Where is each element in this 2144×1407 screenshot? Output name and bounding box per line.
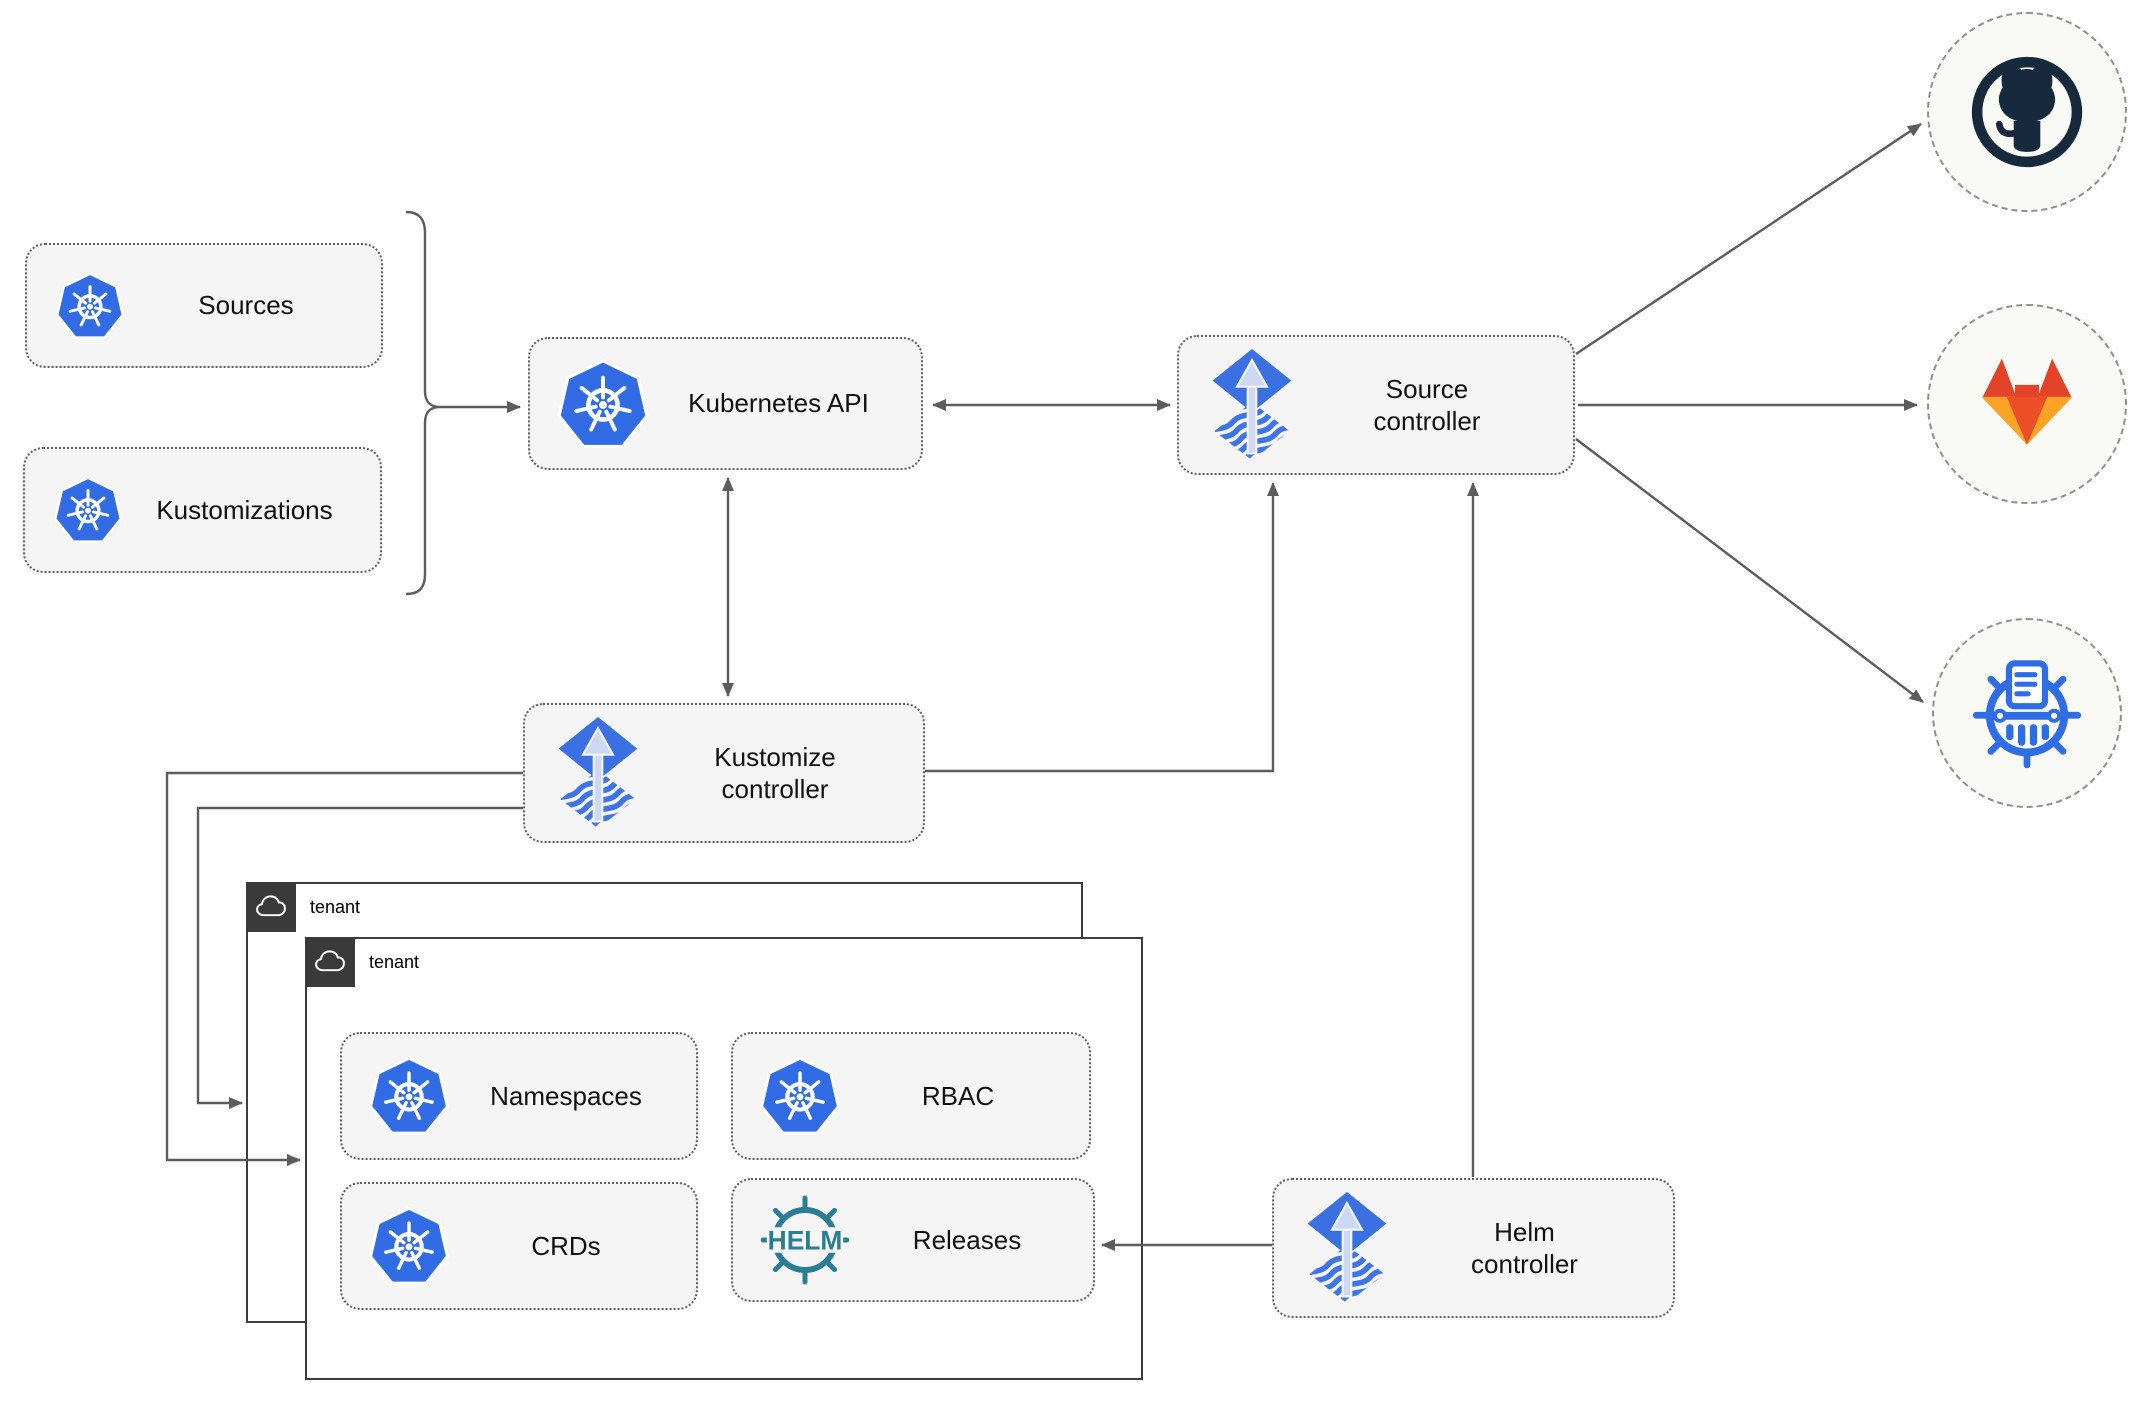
node-releases: HELM Releases <box>731 1178 1095 1302</box>
brace-sources-kustomizations <box>405 210 439 596</box>
node-namespaces: Namespaces <box>340 1032 698 1160</box>
node-source-controller: Source controller <box>1177 335 1575 475</box>
kubernetes-icon <box>556 357 650 451</box>
connector-source-to-helm-repository <box>1575 438 1924 703</box>
kubernetes-icon <box>53 475 123 545</box>
helm-repository-endpoint <box>1932 618 2122 808</box>
kubernetes-icon <box>368 1205 450 1287</box>
tenant-tab <box>246 882 296 932</box>
gitlab-endpoint <box>1927 304 2127 504</box>
tenant-label: tenant <box>369 951 420 972</box>
github-icon <box>1971 56 2083 168</box>
node-label: Sources <box>198 290 294 321</box>
node-helm-controller: Helm controller <box>1272 1178 1675 1318</box>
helm-logo-text: HELM <box>768 1226 843 1256</box>
helm-repository-icon <box>1972 660 2082 769</box>
connector-kustomize-to-source-controller <box>925 482 1279 773</box>
node-label: Releases <box>912 1224 1022 1255</box>
node-label: Kustomizations <box>156 494 333 525</box>
github-endpoint <box>1927 12 2127 212</box>
node-label: Helm controller <box>1471 1216 1578 1280</box>
kubernetes-icon <box>759 1055 841 1137</box>
node-kustomize-controller: Kustomize controller <box>523 703 925 843</box>
node-label: Kubernetes API <box>688 388 869 419</box>
tenant-label: tenant <box>310 896 361 917</box>
cloud-icon <box>256 895 286 917</box>
node-kubernetes-api: Kubernetes API <box>528 337 923 470</box>
flux-icon <box>1304 1192 1390 1305</box>
node-label: Namespaces <box>490 1080 642 1111</box>
node-sources: Sources <box>25 243 383 368</box>
node-label: RBAC <box>921 1080 995 1111</box>
flux-icon <box>1209 349 1295 462</box>
cloud-icon <box>315 950 345 972</box>
node-label: CRDs <box>531 1230 601 1261</box>
node-crds: CRDs <box>340 1182 698 1310</box>
node-label: Source controller <box>1373 373 1481 437</box>
tenant-tab <box>305 937 355 987</box>
kubernetes-icon <box>368 1055 450 1137</box>
node-label: Kustomize controller <box>714 741 836 805</box>
flux-icon <box>555 717 641 830</box>
connector-source-to-github <box>1575 123 1922 355</box>
node-rbac: RBAC <box>731 1032 1091 1160</box>
node-kustomizations: Kustomizations <box>23 447 382 573</box>
helm-icon: HELM <box>755 1190 855 1290</box>
kubernetes-icon <box>55 271 125 341</box>
gitlab-icon <box>1981 358 2073 445</box>
